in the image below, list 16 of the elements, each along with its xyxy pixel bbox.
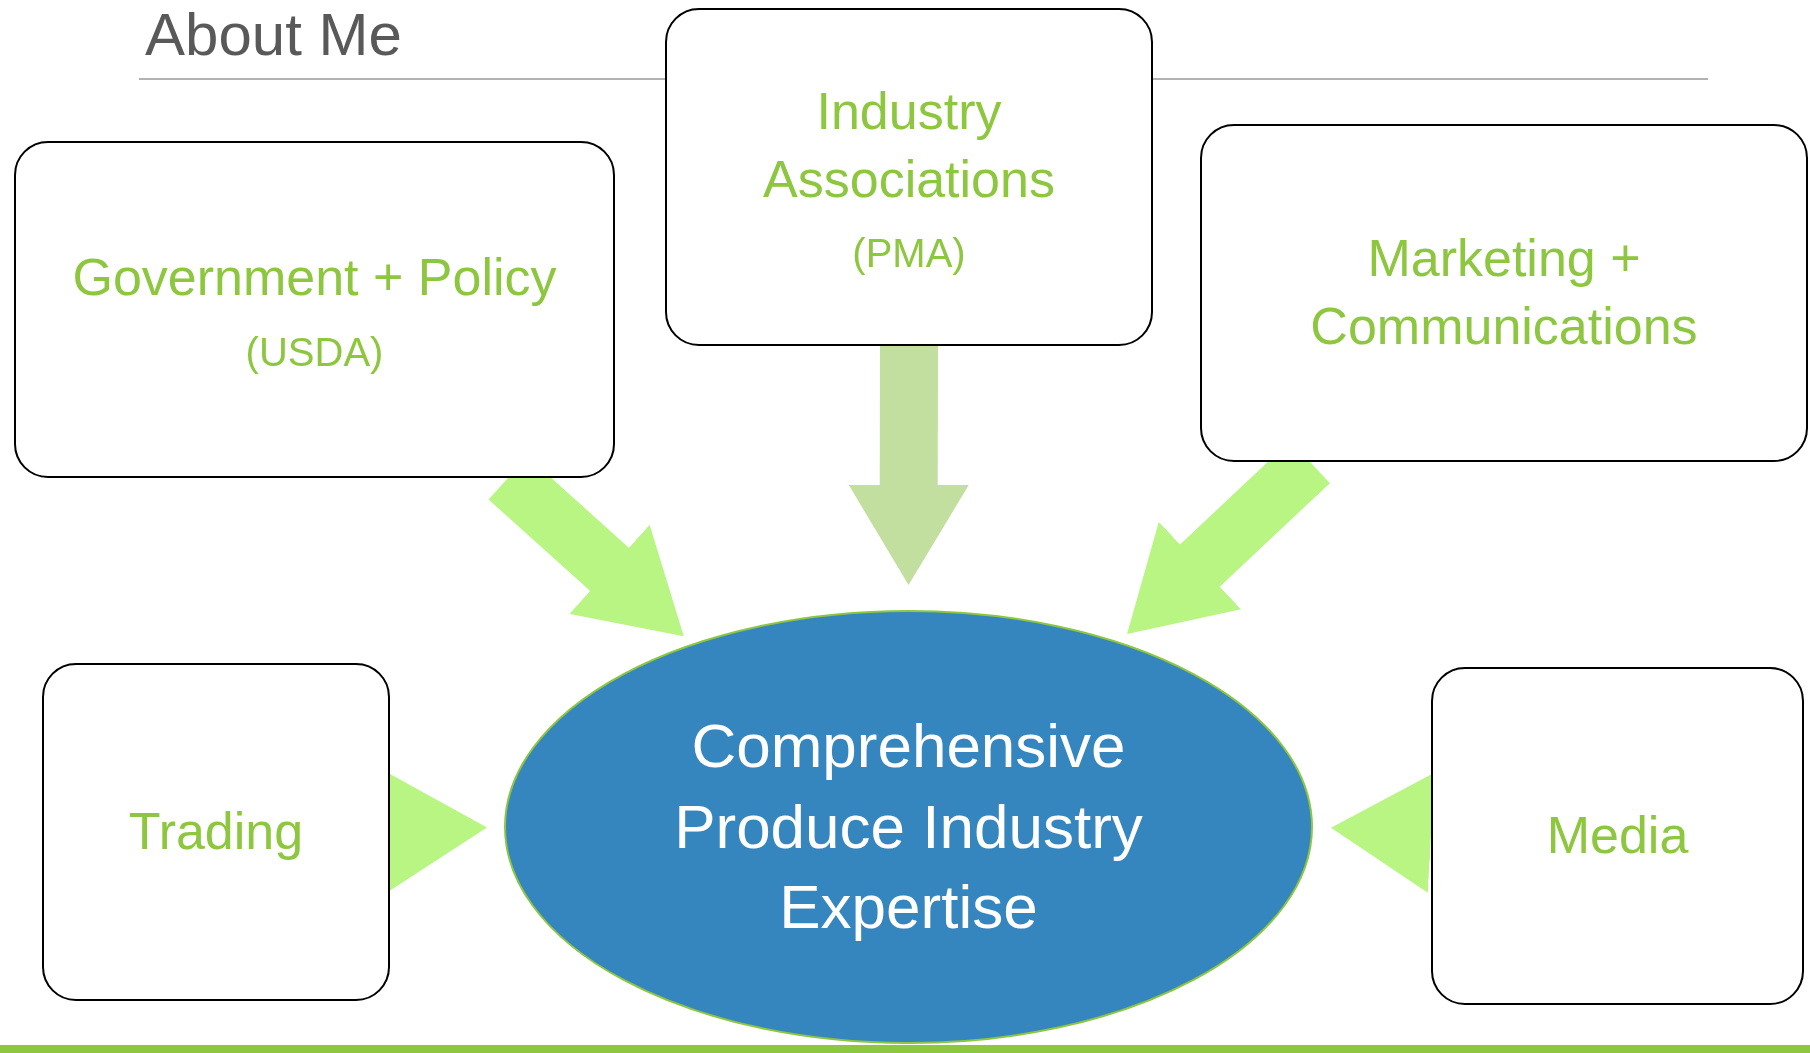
rounded-box bbox=[665, 8, 1153, 346]
node-label: Industry Associations bbox=[762, 80, 1056, 210]
node-label: Media bbox=[1546, 805, 1689, 867]
node-label: Marketing + Communications bbox=[1309, 228, 1699, 357]
node-sublabel: (USDA) bbox=[245, 329, 384, 375]
title: About Me bbox=[145, 0, 402, 70]
rounded-box bbox=[1431, 667, 1804, 1005]
node-sublabel: (PMA) bbox=[852, 231, 966, 277]
node-label: Comprehensive Produce Industry Expertise bbox=[673, 710, 1144, 944]
rounded-box bbox=[14, 141, 615, 478]
block-arrow bbox=[848, 345, 969, 585]
rounded-box bbox=[42, 663, 390, 1001]
ellipse-node bbox=[503, 609, 1314, 1045]
node-label: Trading bbox=[128, 801, 304, 863]
node-label: Government + Policy bbox=[72, 247, 557, 309]
rounded-box bbox=[1200, 124, 1808, 462]
